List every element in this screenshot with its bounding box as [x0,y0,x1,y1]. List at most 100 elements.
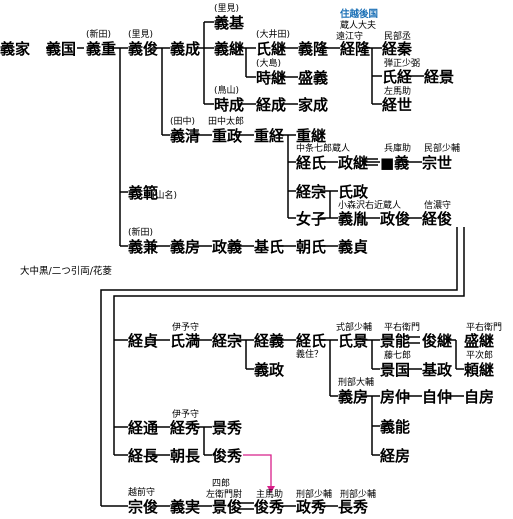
person-fusanaka: 房仲 [380,388,410,406]
person-tsunetaka: 経隆 [340,40,371,58]
person-ujitsune: 氏経 [382,68,413,86]
note-hyogo: 兵庫助 [384,142,411,154]
person-ienari: 家成 [298,96,328,114]
person-tsunekage: 経景 [424,68,454,86]
person-onna: 女子 [296,210,326,228]
person-tsunehide: 経秀 [170,419,201,437]
note-satomi-1: (里見) [214,3,239,14]
note-hei-emon-2: 平右衛門 [466,321,502,333]
person-yoshitoshi: 義俊 [128,40,158,58]
person-nagahide: 長秀 [338,498,369,516]
note-yamana: (山名) [152,189,177,201]
person-tsunemoto: 経秦 [382,40,413,58]
person-yoshifusa2: 義房 [338,388,368,406]
person-tsuneuji2: 経氏 [296,332,326,350]
person-tsunemichi: 経通 [128,419,158,437]
person-ujitsugu: 氏継 [256,40,286,58]
person-yoshishige: 義重 [86,40,116,58]
person-tsuneuji: 経氏 [296,154,326,172]
note-echigo: 住越後国 [340,8,378,20]
person-motouji: 基氏 [253,238,284,256]
person-yoshitsugu: 義継 [214,40,244,58]
person-tsunenaga: 経長 [128,447,159,465]
connector-lines [46,21,465,507]
adoption-arrow [243,454,272,489]
person-yoshikuni: 義国 [46,40,76,58]
person-ujikage: 氏景 [338,332,368,350]
person-toshihide: 俊秀 [212,447,243,465]
note-oshima: (大島) [256,57,281,69]
note-oida: (大井田) [256,28,290,40]
note-nitta-1: (新田) [86,28,111,40]
person-yoshizane: 義実 [170,498,200,516]
person-tsunetoshi: 経俊 [422,210,452,228]
note-iyo-2: 伊予守 [172,408,199,420]
person-yoshimoto: 義基 [214,14,245,32]
note-tanaka-taro: 田中太郎 [208,115,244,127]
person-shigetsugu: 重継 [296,127,326,145]
person-noritsugu: 頼継 [463,361,494,379]
person-morinari: 盛義 [298,69,328,87]
person-tokitsugu: 時継 [256,69,286,87]
note-tanaka: (田中) [170,115,195,127]
person-shigetsune: 重経 [254,127,285,145]
person-moritsugu: 盛継 [464,332,494,350]
note-komori: 小森沢右近蔵人 [338,199,401,211]
person-tomonaga: 朝長 [170,447,201,465]
note-yoshizumi: 義住？ [296,348,323,360]
person-tsunenari: 経成 [256,96,286,114]
note-satomi-2: (里見) [128,29,153,40]
person-masayoshi: 政継 [338,154,368,172]
person-tsunesada: 経貞 [128,332,158,350]
person-jibo: 自房 [464,388,494,406]
note-shikibu: 式部少輔 [336,321,372,333]
note-sama: 左馬助 [384,85,411,97]
person-shigemasa: 重政 [212,127,243,145]
person-kagetoshi: 景俊 [212,498,242,516]
person-yoshifusa: 義房 [170,238,200,256]
person-jichu: 自仲 [422,388,452,406]
person-yoshisada: 義貞 [338,238,368,256]
person-names: 義家 義国 義重 義俊 義成 義基 義継 氏継 義隆 経隆 経秦 氏経 経景 経… [0,14,494,516]
person-tsuneyo: 経世 [382,96,412,114]
arrow-head-icon [267,486,275,493]
person-tsuneyoshi: 経義 [254,332,284,350]
note-gyobu-sho: 弾正少弼 [384,57,420,69]
note-iyo: 伊予守 [172,321,199,333]
note-tootomi: 遠江守 [336,30,363,42]
note-gyobu-2: 刑部少輔 [340,488,376,500]
person-kagesada: 景国 [380,361,410,379]
person-yoshiko: 義胤 [338,210,368,228]
note-nakajo: 中条七郎蔵人 [296,142,350,154]
person-tsunefusa: 経房 [380,447,410,465]
person-muneyo: 宗世 [422,154,452,172]
person-masahide: 政秀 [296,498,327,516]
person-block-yoshi: ■義 [380,154,409,172]
person-ujimitsu: 氏満 [170,332,200,350]
person-yoshikane: 義兼 [128,238,159,256]
note-hei-emon-1: 平右衛門 [384,321,420,333]
note-toriyama: (鳥山) [214,84,239,96]
note-nitta-2: (新田) [128,226,153,238]
person-kagehide: 景秀 [212,419,243,437]
person-motomasa: 基政 [421,361,453,379]
note-heiji: 平次郎 [466,349,493,361]
note-gyobu-1: 刑部少輔 [296,488,332,500]
note-echizen: 越前守 [128,486,155,498]
adoption-connectors [238,158,420,510]
note-minbu: 民部丞 [384,30,411,42]
person-yoshiie: 義家 [0,40,30,58]
note-minbu-shoyu: 民部少輔 [424,142,460,154]
person-munetoshi: 宗俊 [128,498,158,516]
person-yoshino: 義能 [380,418,410,436]
person-toshihide2: 俊秀 [254,498,285,516]
person-ujimasa: 氏政 [338,183,369,201]
note-sae: 左衛門尉 [206,488,242,500]
note-kurodo: 蔵人大夫 [340,19,376,31]
note-shinano: 信濃守 [424,199,451,211]
note-gyobu-taifu: 刑部大輔 [338,376,374,388]
person-tokinari: 時成 [214,96,244,114]
person-kagenori: 景能 [380,332,410,350]
person-toshitsugu: 俊継 [422,332,452,350]
annotations: (里見) (新田) (里見) (大井田) (大島) (鳥山) 住越後国 蔵人大夫… [20,3,502,500]
